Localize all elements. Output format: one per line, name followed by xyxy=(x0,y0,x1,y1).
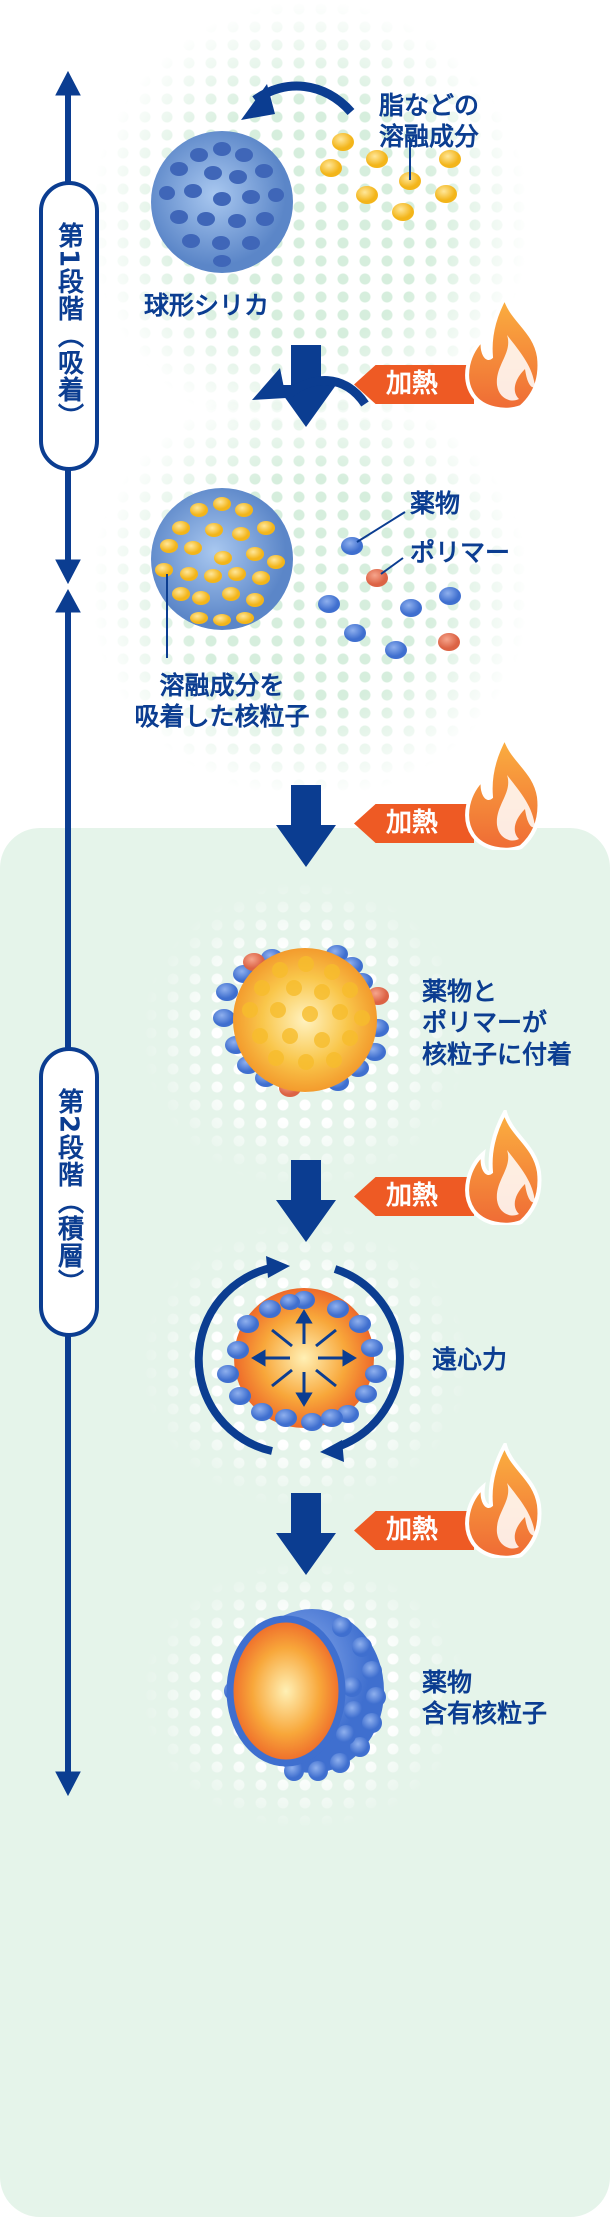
melt-label-line1: 脂などの xyxy=(379,91,480,120)
core-with-melt xyxy=(151,488,293,658)
attach-line2: ポリマーが xyxy=(422,1008,548,1038)
melt-particles xyxy=(320,133,461,221)
heat-badge: 加熱 xyxy=(354,365,474,404)
process-arrow-icon xyxy=(276,1493,336,1575)
curved-arrow-icon xyxy=(241,81,355,120)
arrow-up-icon xyxy=(55,588,81,613)
flame-icon xyxy=(465,735,545,850)
final-line2: 含有核粒子 xyxy=(422,1699,548,1729)
centrifugal-label: 遠心力 xyxy=(432,1345,508,1374)
arrow-down-icon xyxy=(55,559,81,585)
silica-label: 球形シリカ xyxy=(144,291,270,320)
final-label: 薬物含有核粒子 xyxy=(422,1667,547,1730)
attach-line1: 薬物と xyxy=(422,977,498,1006)
spherical-silica xyxy=(151,131,293,273)
drug-polymer-particles xyxy=(318,511,461,659)
adsorbed-core-label: 溶融成分を吸着した核粒子 xyxy=(112,670,332,733)
stage-2-text: 第2段階（積層） xyxy=(53,1087,84,1297)
centrifugal-core xyxy=(194,1256,404,1462)
attach-label: 薬物とポリマーが核粒子に付着 xyxy=(422,976,572,1070)
polymer-label: ポリマー xyxy=(410,538,511,567)
adsorbed-core-line1: 溶融成分を xyxy=(159,671,285,700)
stage-2-label: 第2段階（積層） xyxy=(39,1047,99,1337)
heat-badge: 加熱 xyxy=(354,804,474,843)
flame-icon xyxy=(465,1443,545,1558)
drug-containing-core xyxy=(224,1609,386,1781)
stage-1-text: 第1段階（吸着） xyxy=(53,221,84,431)
heat-badge: 加熱 xyxy=(354,1511,474,1550)
flame-icon xyxy=(465,1110,545,1225)
process-arrow-icon xyxy=(276,785,336,867)
process-arrow-icon xyxy=(276,1160,336,1242)
curved-arrow-icon xyxy=(252,368,369,407)
melt-label-line2: 溶融成分 xyxy=(379,122,480,152)
drug-polymer-attached-core xyxy=(213,945,389,1097)
final-line1: 薬物 xyxy=(422,1668,473,1697)
arrow-down-icon xyxy=(55,1771,81,1797)
flame-icon xyxy=(465,295,545,410)
drug-label: 薬物 xyxy=(410,489,461,518)
melt-label: 脂などの溶融成分 xyxy=(379,90,479,153)
adsorbed-core-line2: 吸着した核粒子 xyxy=(134,702,310,732)
stage-1-label: 第1段階（吸着） xyxy=(39,181,99,471)
attach-line3: 核粒子に付着 xyxy=(422,1039,573,1069)
heat-badge: 加熱 xyxy=(354,1177,474,1216)
arrow-up-icon xyxy=(55,70,81,96)
